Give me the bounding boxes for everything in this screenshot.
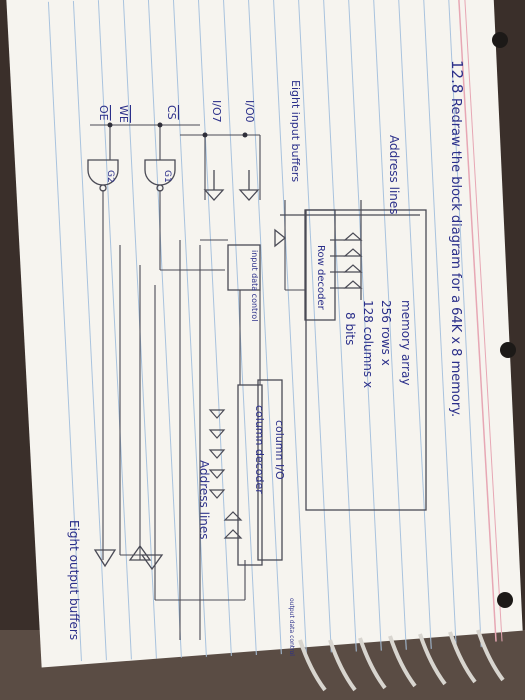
gate-g1-label: G1 [162,170,172,183]
eight-input-buffers-label: Eight input buffers [289,80,302,182]
column-blocks [237,379,283,566]
row-decoder-block [304,209,336,321]
io0-label: I/O0 [243,100,256,123]
margin-line [457,0,497,642]
heading-number: 12.8 [448,60,466,93]
address-lines-bottom-label: Address lines [197,460,211,540]
address-lines-left-label: Address lines [387,135,401,215]
column-io-label: column I/O [273,420,286,480]
row-address-buffers [280,200,420,300]
column-address-buffers [208,409,243,539]
spiral-wires [298,629,505,692]
cs-label: CS [165,105,178,120]
eight-output-buffers-label: Eight output buffers [67,520,81,640]
notebook-page [6,0,523,668]
row-decoder-label: Row decoder [315,245,326,311]
circuit-wires [90,124,305,640]
input-data-control-label: input data control [250,250,259,321]
heading-text: Redraw the block diagram for a 64K x 8 m… [448,98,463,417]
io7-label: I/O7 [210,100,223,123]
input-buffers [203,170,287,248]
oe-label: OE [97,105,110,121]
input-data-control-block [227,244,261,291]
memory-array-block [305,209,427,511]
we-label: WE [117,105,130,123]
memory-array-title: memory array [399,300,413,385]
column-decoder-label: column decoder [253,405,266,494]
memory-array-line1: 256 rows x [379,300,393,366]
memory-array-line2: 128 columns x [361,300,375,388]
junction-dots [107,122,248,138]
memory-array-line3: 8 bits [343,312,357,345]
output-data-control-label: output data control [288,598,295,656]
spiral-holes [492,32,516,608]
gate-g2-label: G2 [105,170,115,183]
